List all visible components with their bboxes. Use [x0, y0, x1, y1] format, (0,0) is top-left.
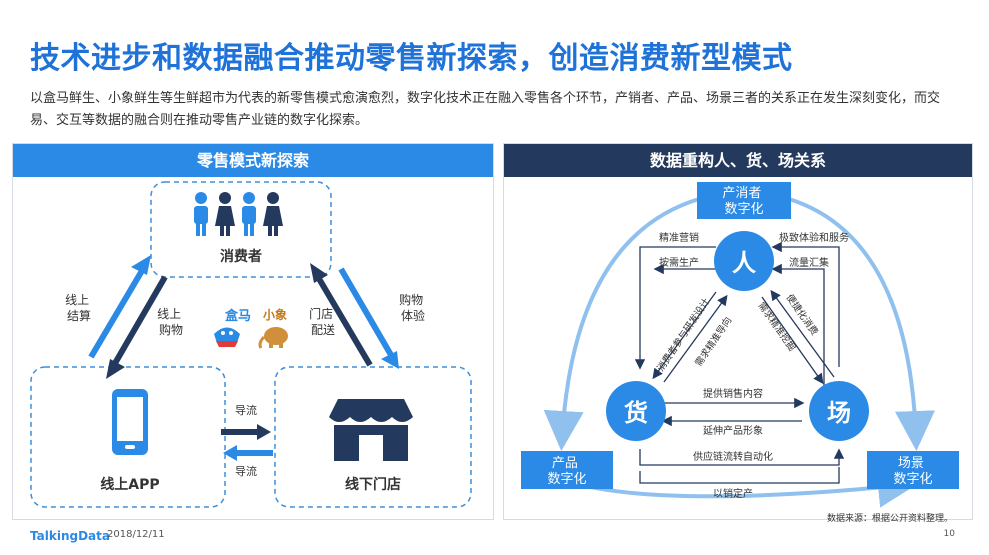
data-restructure-panel: 数据重构人、货、场关系 产消者 数字化 产品 数字化 场景 数字化 [503, 143, 973, 520]
diag-right-up [770, 289, 835, 378]
arc-top-right [788, 197, 936, 451]
node-scene-label: 场 [827, 399, 851, 427]
label-traffic: 流量汇集 [789, 256, 829, 269]
box-product-label: 产品 数字化 [547, 456, 586, 487]
box-prosumer [697, 182, 791, 219]
label-demand-guide: 需求精准导向 [693, 315, 735, 369]
people-goods-scene-diagram: 产消者 数字化 产品 数字化 场景 数字化 人 货 [521, 182, 959, 508]
node-goods [606, 381, 666, 441]
precise-marketing-line [634, 246, 716, 370]
diag-left-up [663, 294, 728, 383]
online-app-box [30, 366, 226, 508]
label-product-image: 延伸产品形象 [703, 424, 763, 437]
box-scene-label: 场景 数字化 [893, 456, 932, 487]
box-product [521, 451, 613, 489]
hema-logo: 盒马 [214, 308, 251, 347]
sales-based-line [639, 467, 840, 484]
node-goods-label: 货 [624, 399, 648, 427]
store-icon [329, 399, 413, 461]
online-shopping-arrow [111, 275, 168, 367]
phone-icon [112, 389, 148, 455]
diag-left-down [652, 291, 717, 380]
arc-top-left [543, 197, 700, 451]
experience-line [771, 241, 840, 367]
svg-text:盒马: 盒马 [225, 308, 251, 324]
label-on-demand: 按需生产 [659, 256, 699, 269]
guide-label-bottom: 导流 [235, 464, 257, 478]
label-supply-chain: 供应链流转自动化 [693, 450, 773, 463]
label-sales-content: 提供销售内容 [703, 387, 763, 400]
offline-store-label: 线下门店 [345, 476, 401, 493]
node-person-label: 人 [732, 249, 756, 277]
traffic-line [771, 263, 825, 387]
box-prosumer-label: 产消者 数字化 [722, 186, 765, 217]
label-online-checkout: 线上 结算 [65, 293, 93, 323]
consumers-icon [194, 192, 283, 236]
label-shopping-experience: 购物 体验 [399, 292, 427, 323]
label-online-shopping: 线上 购物 [157, 307, 185, 337]
supply-chain-line [639, 448, 845, 466]
guide-label-top: 导流 [235, 403, 257, 417]
online-app-label: 线上APP [100, 476, 159, 493]
data-restructure-header: 数据重构人、货、场关系 [504, 144, 972, 177]
svg-text:小象: 小象 [263, 307, 287, 322]
retail-mode-panel: 零售模式新探索 消费者 线上APP [12, 143, 494, 520]
offline-store-box [274, 366, 472, 508]
retail-mode-diagram: 消费者 线上APP 线下门店 线上 结算 线上 [30, 181, 472, 508]
label-extreme-experience: 极致体验和服务 [779, 231, 849, 244]
consumer-label: 消费者 [220, 248, 262, 265]
talkingdata-logo: TalkingData [30, 529, 110, 543]
node-scene [809, 381, 869, 441]
online-checkout-arrow [88, 267, 146, 359]
consumer-box [150, 181, 332, 278]
node-person [714, 231, 774, 291]
store-delivery-arrow [315, 275, 373, 367]
intro-paragraph: 以盒马鲜生、小象鲜生等生鲜超市为代表的新零售模式愈演愈烈，数字化技术正在融入零售… [30, 91, 941, 128]
diag-right-down [761, 296, 824, 385]
label-sales-based: 以销定产 [713, 487, 753, 500]
label-precise-marketing: 精准营销 [659, 231, 699, 244]
data-source: 数据来源：根据公开资料整理。 [827, 514, 954, 524]
label-store-delivery: 门店 配送 [309, 306, 337, 337]
footer-date: 2018/12/11 [107, 529, 165, 540]
retail-mode-header: 零售模式新探索 [13, 144, 493, 177]
box-scene [867, 451, 959, 489]
page-title: 技术进步和数据融合推动零售新探索，创造消费新型模式 [30, 41, 793, 76]
shopping-experience-arrow [338, 267, 394, 357]
xiaoxiang-logo: 小象 [258, 307, 288, 349]
page-number: 10 [943, 529, 955, 539]
